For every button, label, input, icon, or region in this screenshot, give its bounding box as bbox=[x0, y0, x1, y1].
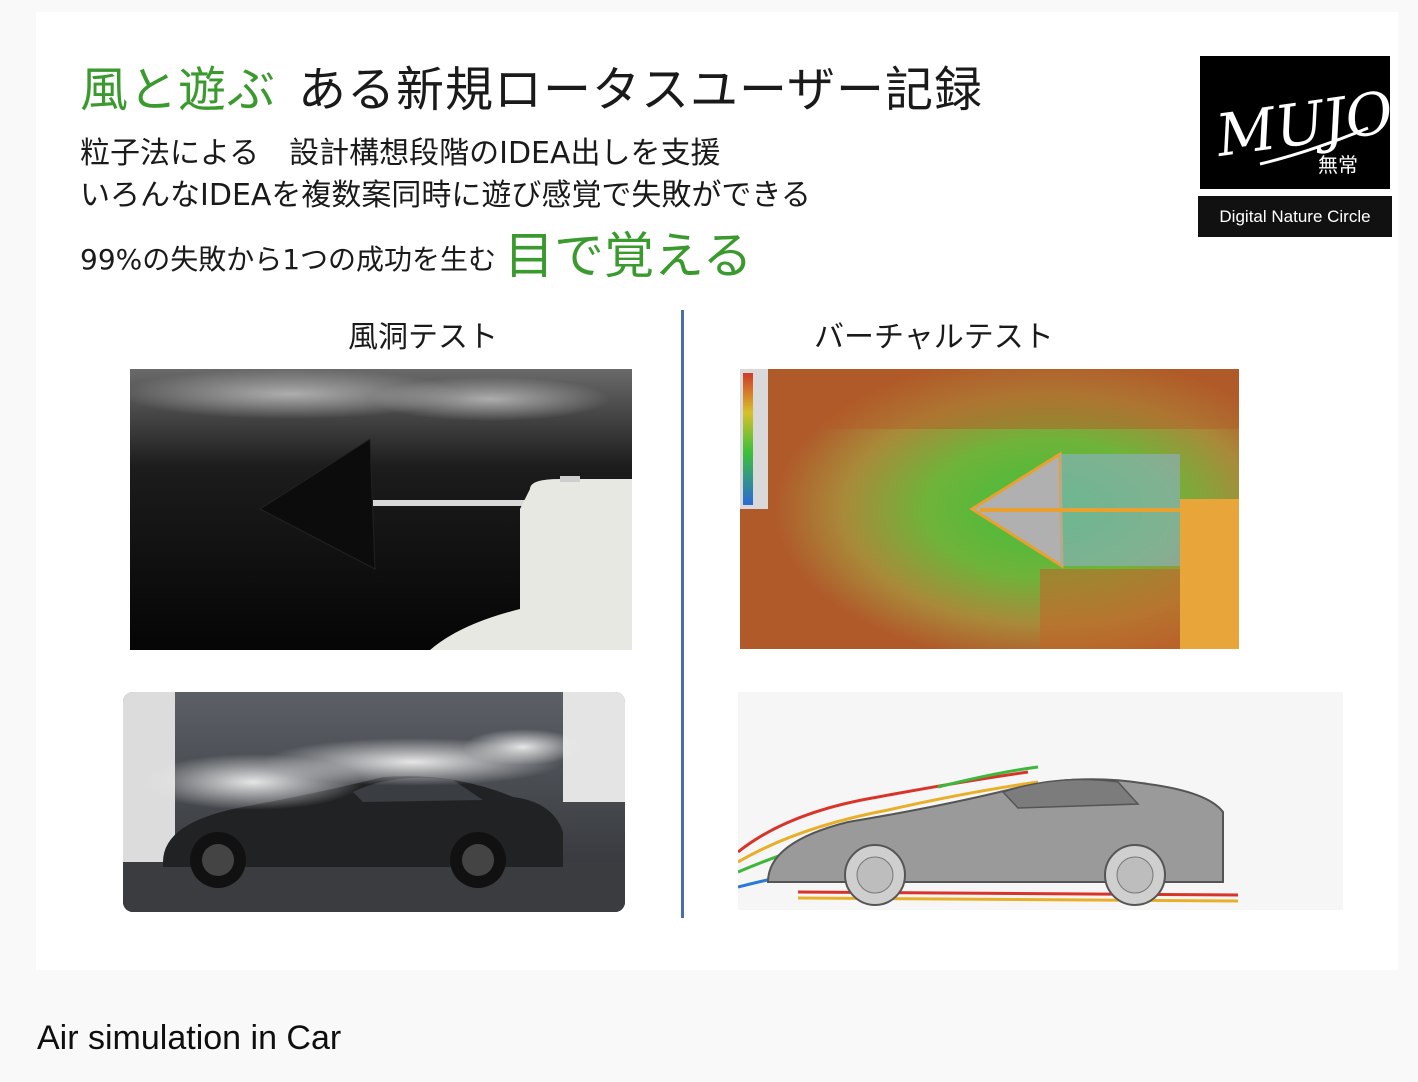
logo-text: MUJO bbox=[1211, 78, 1390, 170]
slide-title: 風と遊ぶある新規ロータスユーザー記録 bbox=[80, 60, 983, 120]
cfd-cone-simulation-image bbox=[740, 369, 1239, 649]
section-divider bbox=[681, 310, 684, 918]
slide-title-highlight: 風と遊ぶ bbox=[80, 62, 277, 118]
subtitle-line-3: 99%の失敗から1つの成功を生む目で覚える bbox=[80, 226, 753, 290]
logo-kanji: 無常 bbox=[1318, 153, 1358, 177]
subtitle-line-3-text: 99%の失敗から1つの成功を生む bbox=[80, 243, 497, 276]
wind-tunnel-label: 風洞テスト bbox=[348, 320, 498, 355]
logo-caption: Digital Nature Circle bbox=[1198, 196, 1392, 237]
slide: 風と遊ぶある新規ロータスユーザー記録 粒子法による 設計構想段階のIDEA出しを… bbox=[36, 12, 1398, 970]
wind-tunnel-car-image bbox=[123, 692, 625, 912]
wind-tunnel-cone-image bbox=[130, 369, 632, 650]
subtitle-line-1: 粒子法による 設計構想段階のIDEA出しを支援 bbox=[80, 136, 721, 171]
subtitle-line-3-highlight: 目で覚える bbox=[504, 227, 753, 285]
mujo-logo: MUJO 無常 bbox=[1200, 56, 1390, 189]
subtitle-line-2: いろんなIDEAを複数案同時に遊び感覚で失敗ができる bbox=[80, 178, 811, 213]
virtual-test-label: バーチャルテスト bbox=[814, 320, 1054, 355]
video-caption: Air simulation in Car bbox=[37, 1019, 342, 1057]
slide-title-rest: ある新規ロータスユーザー記録 bbox=[298, 62, 984, 118]
cfd-car-simulation-image bbox=[738, 692, 1343, 910]
